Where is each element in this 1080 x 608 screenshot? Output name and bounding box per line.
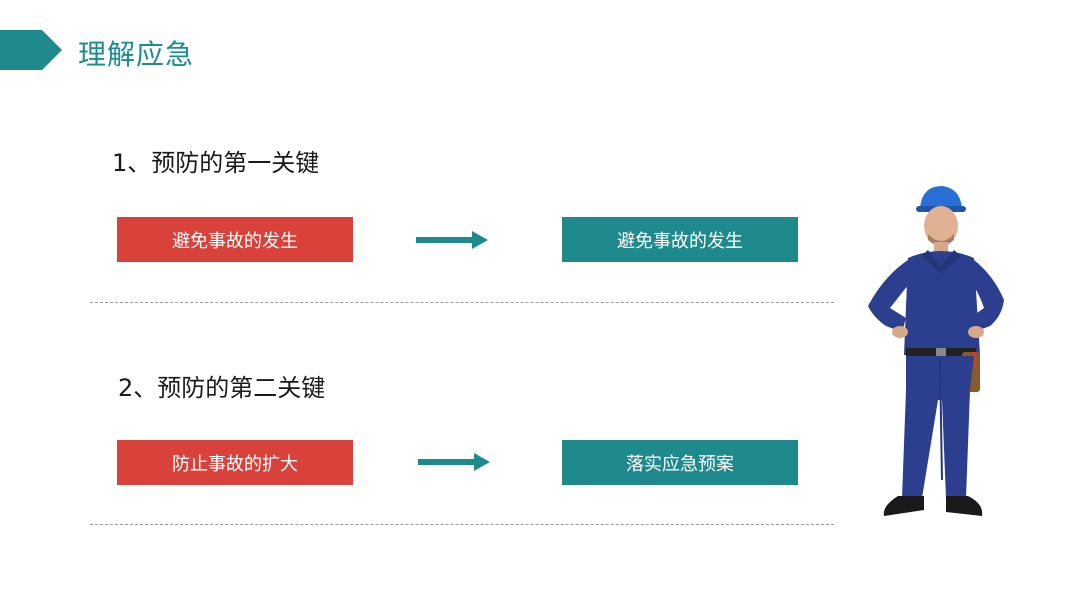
section-2-heading: 2、预防的第二关键 [118, 374, 326, 402]
section-1-arrow-icon [416, 231, 488, 249]
title-arrow-shape [0, 30, 62, 70]
section-2-divider [90, 524, 834, 525]
section-1-left-box: 避免事故的发生 [117, 217, 353, 262]
section-2-arrow-icon [418, 453, 490, 471]
section-2-right-box: 落实应急预案 [562, 440, 798, 485]
section-1-divider [90, 302, 834, 303]
section-1-right-box: 避免事故的发生 [562, 217, 798, 262]
construction-worker-icon [868, 186, 1004, 516]
section-1-heading: 1、预防的第一关键 [112, 149, 320, 177]
section-2-left-box: 防止事故的扩大 [117, 440, 353, 485]
page-title: 理解应急 [78, 38, 195, 71]
